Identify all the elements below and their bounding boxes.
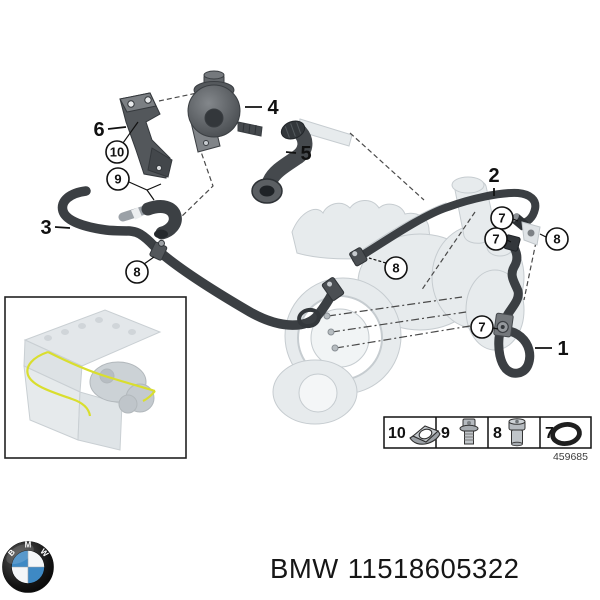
- legend-table: 10 9 8 7: [383, 416, 592, 449]
- svg-text:8: 8: [553, 232, 560, 247]
- flange-bolt-icon: [459, 418, 479, 445]
- manifold-studs: [323, 312, 339, 352]
- clamp-icon: [409, 425, 441, 445]
- callout-6-label: 6: [93, 119, 104, 141]
- svg-text:7: 7: [492, 232, 499, 247]
- hose2-junction: [349, 247, 368, 267]
- legend-item-7-label: 7: [545, 425, 554, 442]
- brand-part-number-title: BMW 11518605322: [270, 553, 519, 584]
- hose3-ring-clamp: [297, 307, 321, 329]
- circled-callout-8-right: 8: [539, 227, 569, 251]
- svg-text:W: W: [38, 547, 50, 559]
- svg-text:8: 8: [133, 265, 140, 280]
- part-number: 11518605322: [348, 553, 520, 584]
- hose-part-5: [251, 120, 313, 204]
- callout-1-label: 1: [557, 338, 568, 360]
- circled-callout-7-mid: 7: [484, 227, 512, 251]
- circled-callout-7-bottom: 7: [470, 315, 499, 339]
- hose3-end-fitting: [321, 277, 345, 301]
- callout-5-label: 5: [300, 143, 311, 165]
- screw-plug-icon: [508, 418, 526, 447]
- callout-3-label: 3: [40, 217, 51, 239]
- hose1-bracket: [493, 312, 514, 338]
- circled-callout-8-center: 8: [368, 256, 408, 280]
- bracket-part-6: [119, 92, 173, 179]
- svg-text:9: 9: [114, 172, 121, 187]
- callout-leader-lines: [54, 106, 552, 349]
- svg-text:7: 7: [498, 211, 505, 226]
- circled-callout-9: 9: [106, 167, 162, 201]
- construction-lines: [158, 92, 537, 349]
- pump-part-4: [187, 70, 263, 153]
- svg-text:8: 8: [392, 261, 399, 276]
- elbow-connector: [118, 200, 182, 240]
- callout-2-label: 2: [488, 165, 499, 187]
- circled-callout-10: 10: [105, 121, 139, 164]
- circled-callout-8-left: 8: [125, 256, 155, 284]
- svg-text:7: 7: [478, 320, 485, 335]
- legend-item-10-label: 10: [388, 425, 406, 442]
- legend-item-8-label: 8: [493, 425, 502, 442]
- inset-highlight-line: [26, 350, 156, 417]
- hose-part-3: [57, 186, 345, 330]
- svg-text:M: M: [25, 541, 32, 550]
- diagram-number: 459685: [553, 451, 588, 463]
- inset-turbo-ghost: [89, 361, 155, 414]
- svg-text:B: B: [6, 547, 17, 558]
- engine-location-inset: [4, 296, 187, 459]
- bmw-logo-icon: B M W: [2, 541, 54, 593]
- svg-text:10: 10: [110, 145, 124, 160]
- legend-item-9-label: 9: [441, 425, 450, 442]
- hose3-clip: [149, 239, 168, 261]
- o-ring-icon: [550, 422, 582, 446]
- callout-4-label: 4: [267, 97, 279, 119]
- brand-name: BMW: [270, 553, 339, 584]
